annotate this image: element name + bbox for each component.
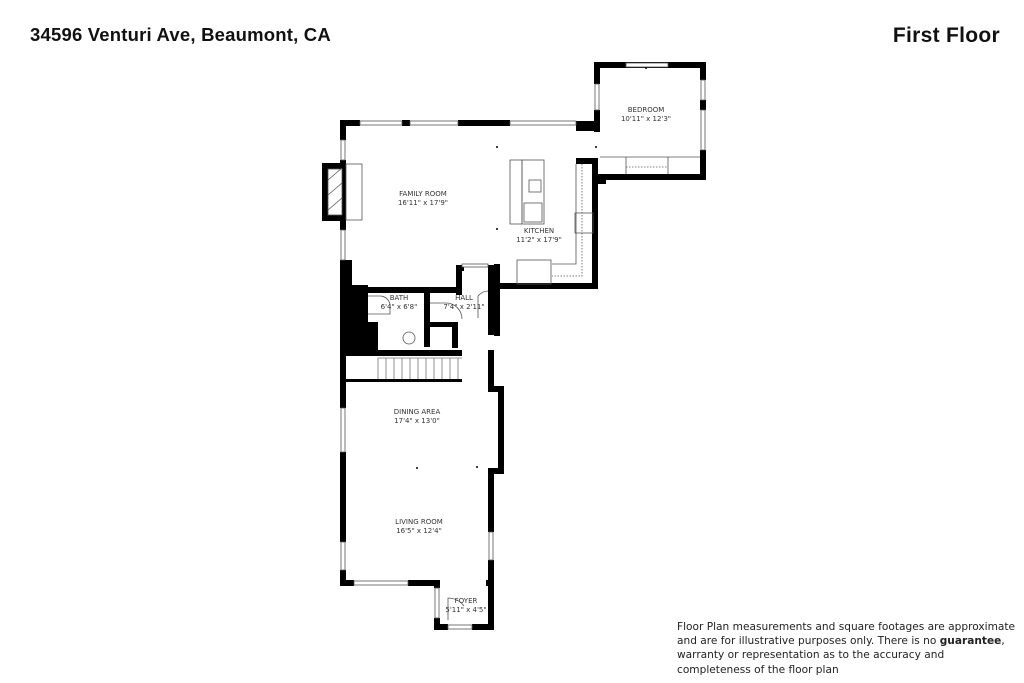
room-name-living-room: LIVING ROOM: [395, 518, 443, 526]
disclaimer-guarantee: guarantee: [939, 635, 1002, 648]
floor-plan-disclaimer: Floor Plan measurements and square foota…: [677, 620, 1017, 677]
room-name-dining-area: DINING AREA: [394, 408, 441, 416]
marker-dots: [416, 67, 647, 469]
room-dims-family-room: 16'11" x 17'9": [398, 199, 448, 207]
disclaimer-text-2: , warranty or representation as to the a…: [677, 635, 1005, 676]
room-name-family-room: FAMILY ROOM: [399, 190, 447, 198]
property-address: 34596 Venturi Ave, Beaumont, CA: [30, 24, 331, 45]
room-dims-foyer: 5'11" x 4'5": [445, 606, 486, 614]
room-dims-bedroom: 10'11" x 12'3": [621, 115, 671, 123]
room-name-bath: BATH: [390, 294, 409, 302]
walls: [322, 62, 706, 630]
floor-title: First Floor: [892, 24, 1000, 47]
room-dims-dining-area: 17'4" x 13'0": [394, 417, 440, 425]
room-dims-living-room: 16'5" x 12'4": [396, 527, 442, 535]
disclaimer-text-1: Floor Plan measurements and square foota…: [677, 621, 1016, 648]
room-name-bedroom: BEDROOM: [628, 106, 665, 114]
room-name-kitchen: KITCHEN: [524, 227, 554, 235]
room-dims-kitchen: 11'2" x 17'9": [516, 236, 562, 244]
room-labels: BEDROOM 10'11" x 12'3" FAMILY ROOM 16'11…: [381, 106, 671, 614]
room-name-hall: HALL: [455, 294, 473, 302]
room-name-foyer: FOYER: [455, 597, 478, 605]
fixtures: [327, 156, 700, 620]
windows: [340, 62, 706, 630]
room-dims-hall: 7'4" x 2'11": [443, 303, 484, 311]
room-dims-bath: 6'4" x 6'8": [381, 303, 418, 311]
